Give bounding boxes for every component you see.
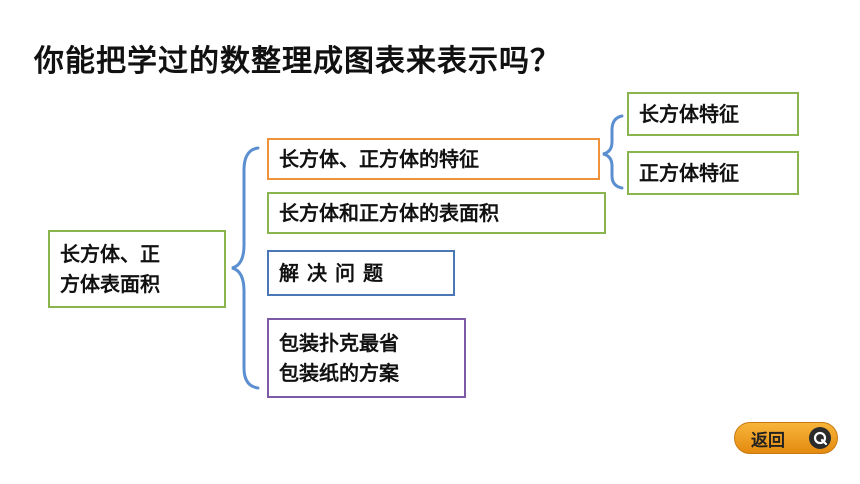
- cube-features-node: 正方体特征: [627, 151, 799, 195]
- back-button-label: 返回: [751, 430, 785, 451]
- cuboid-features-node: 长方体特征: [627, 92, 799, 136]
- page-title: 你能把学过的数整理成图表来表示吗？: [34, 44, 561, 79]
- problem-solving-node: 解决问题: [267, 250, 455, 296]
- q-circle-icon: [809, 427, 831, 449]
- sub-brace: [602, 114, 624, 190]
- root-node-line2: 方体表面积: [60, 272, 160, 296]
- root-node-line1: 长方体、正: [60, 242, 160, 266]
- main-brace: [231, 146, 260, 390]
- packing-node-line2: 包装纸的方案: [279, 361, 399, 385]
- packing-node-line1: 包装扑克最省: [279, 331, 399, 355]
- features-node: 长方体、正方体的特征: [267, 138, 600, 180]
- root-node: 长方体、正 方体表面积: [48, 230, 226, 308]
- surface-area-node: 长方体和正方体的表面积: [267, 192, 606, 234]
- back-button[interactable]: 返回: [734, 422, 838, 454]
- packing-node: 包装扑克最省 包装纸的方案: [267, 318, 466, 398]
